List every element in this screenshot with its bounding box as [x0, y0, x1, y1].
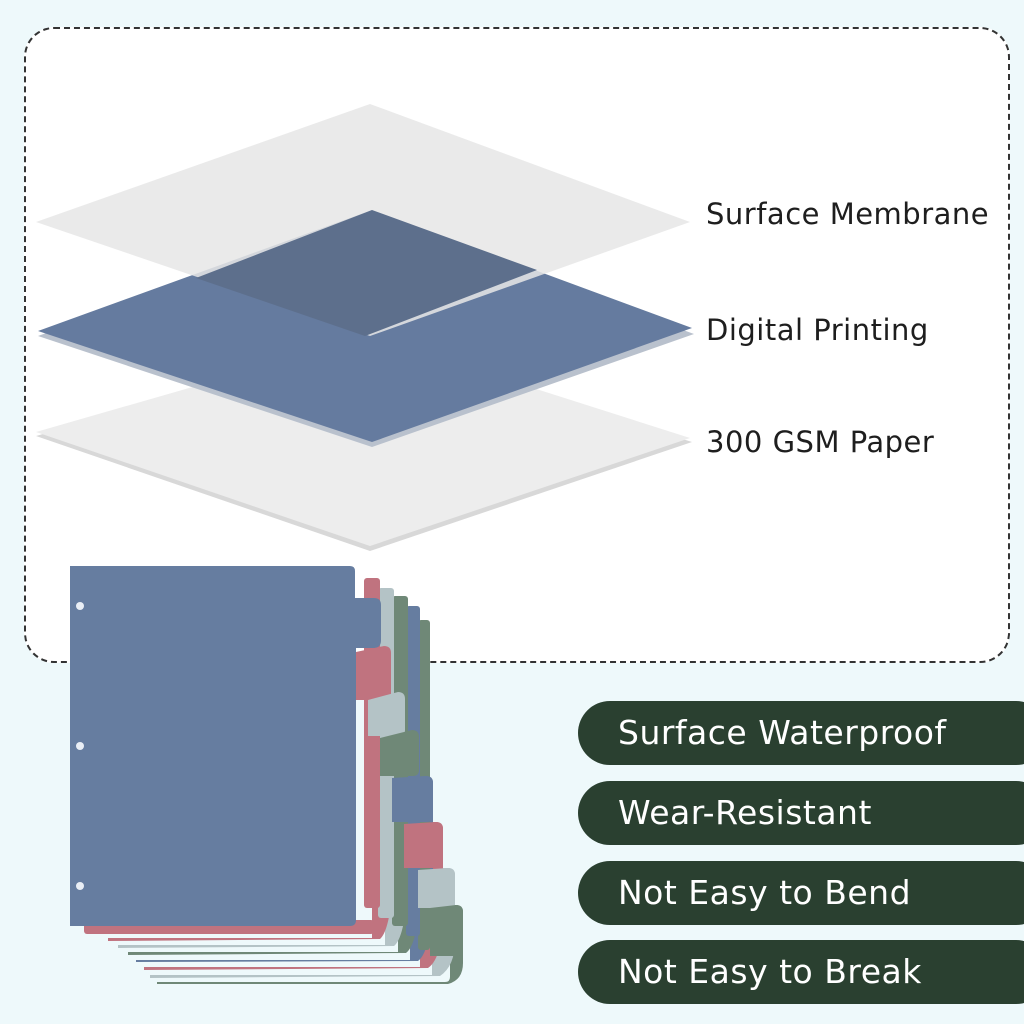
- punch-hole-middle: [76, 742, 84, 750]
- tab-gray-front: [368, 692, 405, 736]
- tab-red-front-2: [404, 822, 443, 868]
- divider-blue-front: [70, 566, 381, 926]
- surface-membrane-label: Surface Membrane: [706, 197, 990, 231]
- tab-gray-front-2: [418, 868, 455, 908]
- feature-not-easy-to-bend: Not Easy to Bend: [578, 861, 1024, 925]
- punch-hole-top: [76, 602, 84, 610]
- feature-not-easy-to-break: Not Easy to Break: [578, 940, 1024, 1004]
- digital-printing-label: Digital Printing: [706, 313, 929, 347]
- layers-illustration: [36, 104, 694, 551]
- tab-blue-front: [392, 776, 433, 822]
- paper-label: 300 GSM Paper: [706, 425, 935, 459]
- tab-red-front: [356, 646, 391, 700]
- feature-wear-resistant: Wear-Resistant: [578, 781, 1024, 845]
- membrane-overlap: [196, 210, 537, 336]
- punch-hole-bottom: [76, 882, 84, 890]
- feature-surface-waterproof: Surface Waterproof: [578, 701, 1024, 765]
- tab-green-front-2: [430, 905, 463, 956]
- tab-green-front: [380, 730, 419, 776]
